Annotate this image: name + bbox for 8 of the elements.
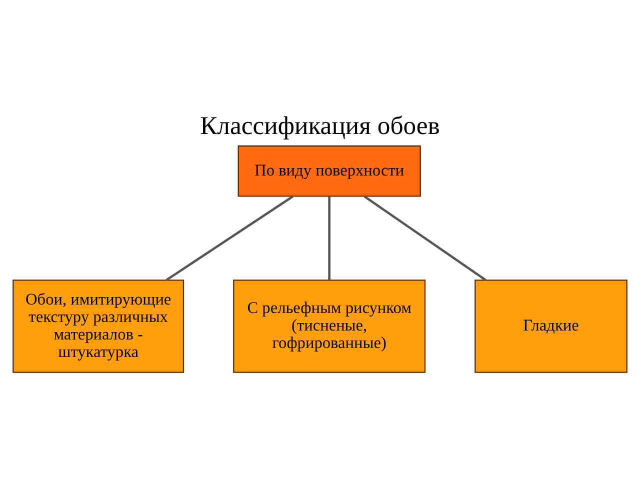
connector bbox=[166, 195, 294, 281]
connector bbox=[328, 196, 330, 280]
node-box: Гладкие bbox=[474, 279, 628, 372]
node-box: По виду поверхности bbox=[238, 144, 421, 196]
connector bbox=[364, 195, 486, 281]
node-box: Обои, имитирующие текстуру различных материалов - штукатурка bbox=[12, 279, 184, 372]
node-box: С рельефным рисунком (тисненые, гофрированные) bbox=[233, 279, 426, 372]
diagram-title: Классификация обоев bbox=[200, 110, 440, 140]
